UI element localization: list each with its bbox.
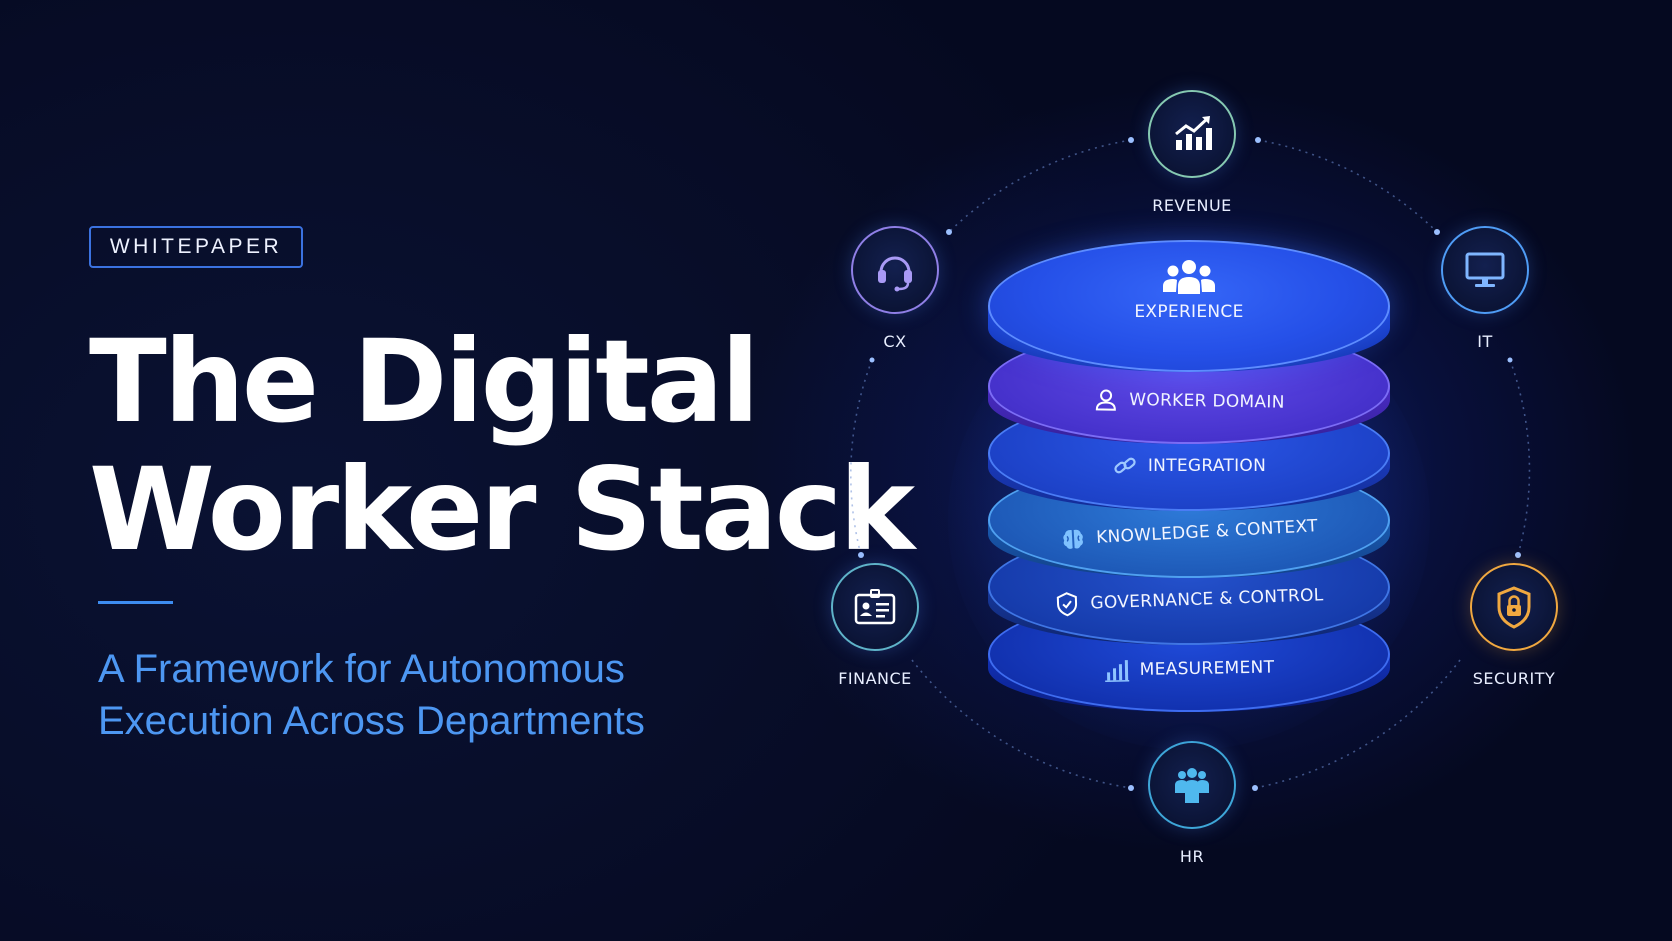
monitor-icon [1465, 252, 1505, 287]
it-label: IT [1477, 332, 1493, 351]
layer-measurement-label: MEASUREMENT [988, 652, 1390, 685]
cx-label: CX [883, 332, 907, 351]
subtitle-line-1: A Framework for Autonomous [98, 647, 625, 691]
department-cx: CX [815, 226, 975, 351]
layer-experience-label: EXPERIENCE [988, 302, 1390, 322]
revenue-label: REVENUE [1152, 196, 1232, 215]
finance-label: FINANCE [838, 669, 912, 688]
layer-worker-domain-label: WORKER DOMAIN [988, 384, 1390, 417]
finance-icon-circle [831, 563, 919, 651]
layer-worker-domain-text: WORKER DOMAIN [1129, 389, 1285, 413]
hr-label: HR [1179, 847, 1205, 866]
title-line-1: The Digital [89, 315, 760, 448]
revenue-icon-circle [1148, 90, 1236, 178]
layer-measurement-text: MEASUREMENT [1139, 657, 1275, 680]
layer-experience-top [988, 240, 1390, 372]
subtitle: A Framework for Autonomous Execution Acr… [98, 643, 645, 747]
layer-integration-text: INTEGRATION [1147, 456, 1267, 476]
page-title: The Digital Worker Stack [89, 315, 915, 576]
department-it: IT [1405, 226, 1565, 351]
security-label: SECURITY [1472, 669, 1556, 688]
security-icon-circle [1470, 563, 1558, 651]
whitepaper-badge: WHITEPAPER [89, 226, 303, 268]
title-divider [98, 601, 173, 604]
headset-icon [878, 256, 912, 292]
cx-icon-circle [851, 226, 939, 314]
hr-icon-circle [1148, 741, 1236, 829]
department-finance: FINANCE [795, 563, 955, 688]
it-icon-circle [1441, 226, 1529, 314]
people-icon [1175, 768, 1209, 803]
layer-governance-label: GOVERNANCE & CONTROL [988, 580, 1391, 620]
layer-governance-text: GOVERNANCE & CONTROL [1090, 585, 1324, 614]
team-icon [1163, 260, 1215, 294]
department-revenue: REVENUE [1112, 90, 1272, 215]
chart-up-icon [1175, 116, 1212, 150]
title-line-2: Worker Stack [89, 443, 915, 576]
department-security: SECURITY [1434, 563, 1594, 688]
brain-icon [1063, 529, 1084, 549]
bar-chart-icon [1104, 660, 1129, 682]
user-icon [1096, 389, 1117, 411]
layer-integration-label: INTEGRATION [988, 453, 1390, 479]
layer-knowledge-label: KNOWLEDGE & CONTEXT [988, 509, 1391, 556]
lock-shield-icon [1497, 586, 1531, 629]
shield-check-icon [1057, 592, 1078, 617]
link-icon [1114, 457, 1136, 474]
department-hr: HR [1112, 741, 1272, 866]
subtitle-line-2: Execution Across Departments [98, 699, 645, 743]
id-card-icon [854, 589, 896, 625]
layer-experience-text: EXPERIENCE [1134, 302, 1244, 322]
